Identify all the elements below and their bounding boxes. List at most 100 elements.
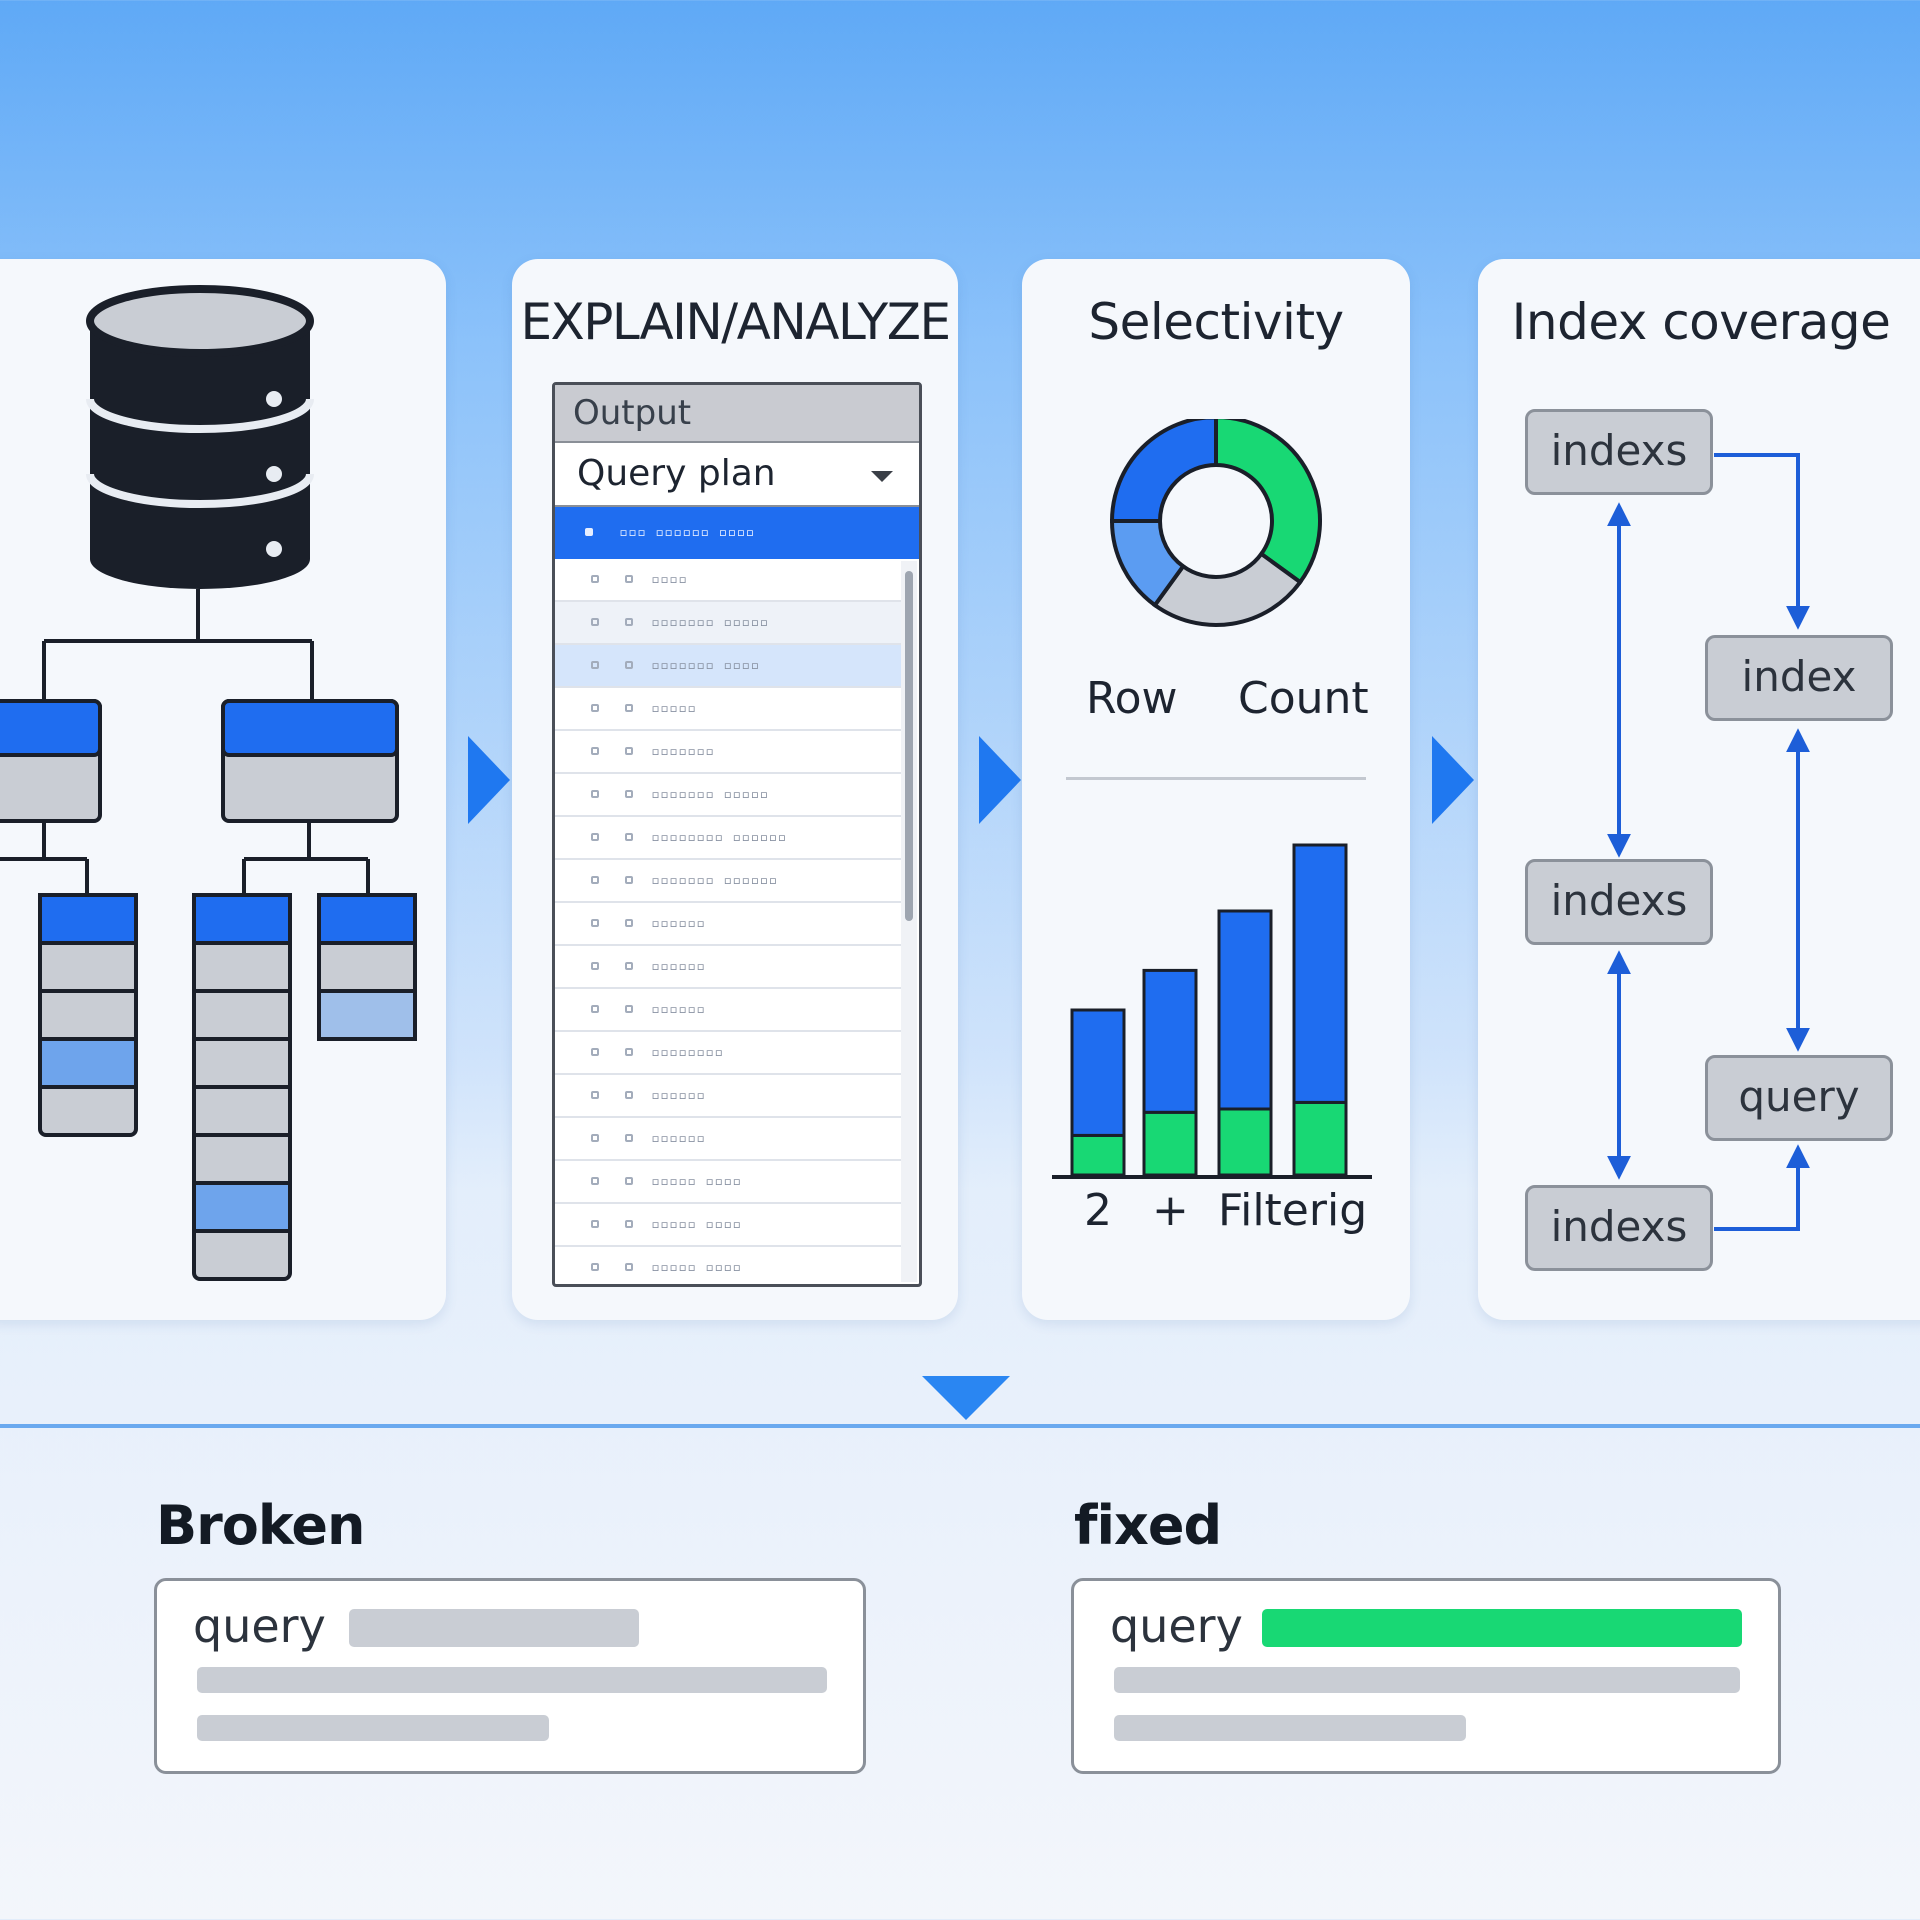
section-divider — [0, 1424, 1920, 1428]
bar-segment — [1142, 1110, 1198, 1177]
node-icon — [625, 1048, 633, 1056]
tree-expander-icon[interactable] — [591, 1134, 599, 1142]
tree-row[interactable]: ▫▫▫▫▫▫ — [555, 903, 901, 946]
tree-row-label: ▫▫▫ ▫▫▫▫▫▫ ▫▫▫▫ — [619, 523, 755, 541]
tree-row[interactable]: ▫▫▫▫▫▫▫ ▫▫▫▫▫▫ — [555, 860, 901, 903]
bar-label: Filterig — [1218, 1185, 1368, 1236]
tree-row[interactable]: ▫▫▫▫▫ ▫▫▫▫ — [555, 1247, 901, 1284]
donut-slice — [1152, 551, 1303, 627]
tree-expander-icon[interactable] — [591, 790, 599, 798]
panel-title: Index coverage — [1511, 293, 1891, 351]
chevron-down-icon[interactable] — [871, 471, 893, 482]
tree-expander-icon[interactable] — [591, 1177, 599, 1185]
query-label: query — [193, 1599, 326, 1653]
tree-expander-icon[interactable] — [591, 919, 599, 927]
tree-expander-icon[interactable] — [591, 1005, 599, 1013]
panel-database-schema — [0, 259, 446, 1320]
tree-row-label: ▫▫▫▫▫▫▫▫ — [651, 1043, 724, 1061]
tree-row-label: ▫▫▫▫ — [651, 570, 688, 588]
tree-expander-icon[interactable] — [591, 876, 599, 884]
node-icon — [625, 618, 633, 626]
bar-segment — [1292, 1100, 1348, 1177]
output-panel: Output Query plan ▫▫▫ ▫▫▫▫▫▫ ▫▫▫▫▫▫▫▫▫▫▫… — [552, 382, 922, 1287]
node-icon — [625, 919, 633, 927]
bar-segment — [1070, 1133, 1126, 1177]
tree-row[interactable]: ▫▫▫▫▫▫ — [555, 946, 901, 989]
tree-row-label: ▫▫▫▫▫▫▫ ▫▫▫▫▫▫ — [651, 871, 778, 889]
tree-row-label: ▫▫▫▫▫▫▫▫ ▫▫▫▫▫▫ — [651, 828, 787, 846]
dropdown-value: Query plan — [577, 453, 776, 494]
tree-row[interactable]: ▫▫▫▫▫▫ — [555, 989, 901, 1032]
tree-expander-icon[interactable] — [591, 575, 599, 583]
panel-title: Selectivity — [1088, 293, 1344, 351]
node-icon — [625, 962, 633, 970]
fixed-query-card: query — [1071, 1578, 1781, 1774]
tree-row[interactable]: ▫▫▫▫▫▫ — [555, 1075, 901, 1118]
index-node: indexs — [1525, 409, 1713, 495]
tree-row[interactable]: ▫▫▫▫▫ — [555, 688, 901, 731]
tree-row-label: ▫▫▫▫▫▫ — [651, 1129, 706, 1147]
tree-row-label: ▫▫▫▫▫▫▫ — [651, 742, 715, 760]
tree-row[interactable]: ▫▫▫▫▫ ▫▫▫▫ — [555, 1204, 901, 1247]
node-icon — [625, 1134, 633, 1142]
tree-row-label: ▫▫▫▫▫ ▫▫▫▫ — [651, 1172, 742, 1190]
node-icon — [625, 790, 633, 798]
tree-row[interactable]: ▫▫▫▫▫ ▫▫▫▫ — [555, 1161, 901, 1204]
tree-expander-icon[interactable] — [591, 1263, 599, 1271]
tree-row[interactable]: ▫▫▫▫ — [555, 559, 901, 602]
tree-row-label: ▫▫▫▫▫ ▫▫▫▫ — [651, 1215, 742, 1233]
tree-expander-icon[interactable] — [591, 1220, 599, 1228]
node-icon — [625, 1220, 633, 1228]
tree-row-label: ▫▫▫▫▫ ▫▫▫▫ — [651, 1258, 742, 1276]
database-icon — [86, 285, 314, 589]
bar-label: 2 — [1084, 1185, 1112, 1236]
tree-expander-icon[interactable] — [591, 704, 599, 712]
tree-row[interactable]: ▫▫▫▫▫▫▫ ▫▫▫▫▫ — [555, 774, 901, 817]
node-icon — [625, 747, 633, 755]
tree-expander-icon[interactable] — [591, 1091, 599, 1099]
tree-expander-icon[interactable] — [591, 833, 599, 841]
tree-row[interactable]: ▫▫▫ ▫▫▫▫▫▫ ▫▫▫▫ — [555, 507, 919, 559]
query-plan-tree: ▫▫▫ ▫▫▫▫▫▫ ▫▫▫▫▫▫▫▫▫▫▫▫▫▫▫ ▫▫▫▫▫▫▫▫▫▫▫▫ … — [555, 507, 919, 1284]
row-count-bar-chart — [1052, 843, 1372, 1179]
tree-expander-icon[interactable] — [591, 747, 599, 755]
node-icon — [625, 1263, 633, 1271]
tree-expander-icon[interactable] — [591, 1048, 599, 1056]
query-progress-bar — [349, 1609, 639, 1647]
broken-query-card: query — [154, 1578, 866, 1774]
table-node — [192, 893, 292, 1281]
tree-expander-icon[interactable] — [591, 661, 599, 669]
bar-label: + — [1152, 1185, 1189, 1236]
node-icon — [625, 1177, 633, 1185]
tree-expander-icon[interactable] — [585, 528, 593, 536]
label-row: Row — [1086, 673, 1178, 724]
flow-arrow-right — [468, 736, 510, 824]
bar-segment — [1217, 1107, 1273, 1177]
tree-expander-icon[interactable] — [591, 618, 599, 626]
query-plan-dropdown[interactable]: Query plan — [555, 443, 919, 507]
tree-row[interactable]: ▫▫▫▫▫▫▫▫ ▫▫▫▫▫▫ — [555, 817, 901, 860]
tree-row-label: ▫▫▫▫▫▫ — [651, 957, 706, 975]
placeholder-line — [1114, 1667, 1740, 1693]
table-node — [0, 699, 102, 823]
panel-selectivity: Selectivity Row Count 2 + Filterig — [1022, 259, 1410, 1320]
scrollbar-thumb[interactable] — [905, 571, 913, 921]
node-icon — [625, 704, 633, 712]
bar-segment — [1217, 909, 1273, 1111]
index-node: indexs — [1525, 1185, 1713, 1271]
tree-row[interactable]: ▫▫▫▫▫▫▫ ▫▫▫▫ — [555, 645, 901, 688]
index-node: index — [1705, 635, 1893, 721]
tree-row-label: ▫▫▫▫▫ — [651, 699, 697, 717]
panel-title: EXPLAIN/ANALYZE — [520, 293, 951, 351]
bar-segment — [1070, 1008, 1126, 1137]
tree-row[interactable]: ▫▫▫▫▫▫ — [555, 1118, 901, 1161]
node-icon — [625, 575, 633, 583]
tree-expander-icon[interactable] — [591, 962, 599, 970]
tree-row[interactable]: ▫▫▫▫▫▫▫ ▫▫▫▫▫ — [555, 602, 901, 645]
tree-row[interactable]: ▫▫▫▫▫▫▫▫ — [555, 1032, 901, 1075]
tree-row-label: ▫▫▫▫▫▫▫ ▫▫▫▫▫ — [651, 613, 769, 631]
query-node: query — [1705, 1055, 1893, 1141]
node-icon — [625, 833, 633, 841]
tree-row[interactable]: ▫▫▫▫▫▫▫ — [555, 731, 901, 774]
donut-slice — [1109, 419, 1218, 523]
